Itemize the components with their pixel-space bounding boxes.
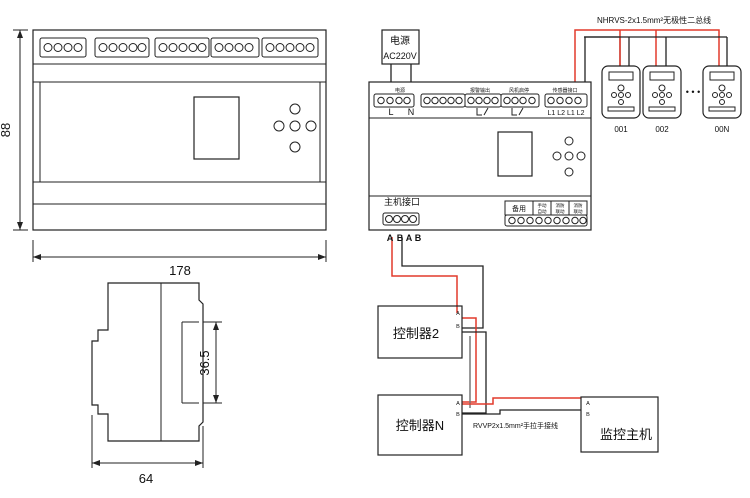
host-pin-a1: A xyxy=(387,233,394,243)
monitor-pin-b: B xyxy=(586,412,590,418)
module-top-terminals xyxy=(373,93,588,108)
controller-2: 控制器2 A B xyxy=(377,305,463,359)
module-buttons xyxy=(552,136,586,177)
monitor-host: 监控主机 A B xyxy=(580,396,659,453)
sensor-ellipsis: • • • xyxy=(686,87,700,97)
host-pin-b1: B xyxy=(397,233,404,243)
sensor-label-001: 001 xyxy=(614,125,628,134)
front-top-terminal-block xyxy=(39,37,319,58)
host-pin-b2: B xyxy=(415,233,422,243)
rail-label: 36.5 xyxy=(197,350,212,375)
front-panel xyxy=(39,81,321,183)
front-display xyxy=(193,96,240,160)
power-supply: 电源 AC220V xyxy=(381,29,420,65)
auto-label: 自动 xyxy=(538,208,547,215)
sensor-interface-label: 传感器接口 xyxy=(552,87,577,94)
sensor-002: 002 xyxy=(642,65,682,134)
main-module: 电源 报警输出 风机启停 传感器接口 L N L1 L2 L1 L2 xyxy=(368,81,592,231)
monitor-host-label: 监控主机 xyxy=(600,427,652,442)
width-label: 178 xyxy=(169,263,191,278)
rvvp-cable-label: RVVP2x1.5mm²手拉手接线 xyxy=(473,421,558,430)
controller-2-pin-b: B xyxy=(456,324,460,330)
sensor-label-00n: 00N xyxy=(715,125,730,134)
power-voltage: AC220V xyxy=(383,51,417,61)
linkage-label-1: 联动 xyxy=(556,208,565,215)
dimension-depth: 64 xyxy=(91,415,204,486)
controller-2-pin-a: A xyxy=(456,311,460,317)
front-view: 88 178 xyxy=(0,29,327,278)
sensor-001: 001 xyxy=(601,65,641,134)
side-view: 36.5 64 xyxy=(91,282,222,486)
front-buttons xyxy=(273,103,317,153)
power-title: 电源 xyxy=(390,34,410,47)
fan-start-label: 风机启停 xyxy=(509,87,529,94)
controller-2-label: 控制器2 xyxy=(393,326,439,341)
sensor-00n: 00N xyxy=(702,65,742,134)
fire-label-1: 消防 xyxy=(556,202,565,209)
controller-n-pin-a: A xyxy=(456,401,460,407)
sensor-label-002: 002 xyxy=(655,125,669,134)
host-pin-a2: A xyxy=(406,233,413,243)
dimension-height: 88 xyxy=(0,29,28,231)
terminal-n: N xyxy=(408,107,415,117)
terminal-l: L xyxy=(388,107,393,117)
manual-label: 手动 xyxy=(538,202,547,209)
bus-wire-red xyxy=(574,29,720,82)
fire-label-2: 消防 xyxy=(574,202,583,209)
host-interface-label: 主机接口 xyxy=(384,196,420,207)
wires xyxy=(390,29,728,415)
host-interface-terminals xyxy=(382,212,420,226)
bus-cable-label: NHRVS-2x1.5mm²无极性二总线 xyxy=(597,15,711,25)
controller-n: 控制器N A B xyxy=(377,394,463,456)
spare-label: 备用 xyxy=(512,204,526,213)
depth-label: 64 xyxy=(139,471,153,486)
alarm-output-label: 报警输出 xyxy=(470,87,490,94)
linkage-label-2: 联动 xyxy=(574,208,583,215)
dimension-width: 178 xyxy=(32,240,327,278)
power-supply-box xyxy=(381,29,420,65)
power-terminal-caption: 电源 xyxy=(395,87,405,94)
monitor-pin-a: A xyxy=(586,401,590,407)
bottom-terminals xyxy=(504,214,588,227)
dimension-rail: 36.5 xyxy=(197,321,222,404)
controller-n-pin-b: B xyxy=(456,412,460,418)
controller-n-label: 控制器N xyxy=(396,418,444,433)
sensor-pins-label: L1 L2 L1 L2 xyxy=(548,110,585,117)
side-view-outline xyxy=(91,282,204,442)
module-display xyxy=(497,131,533,177)
height-label: 88 xyxy=(0,123,13,137)
